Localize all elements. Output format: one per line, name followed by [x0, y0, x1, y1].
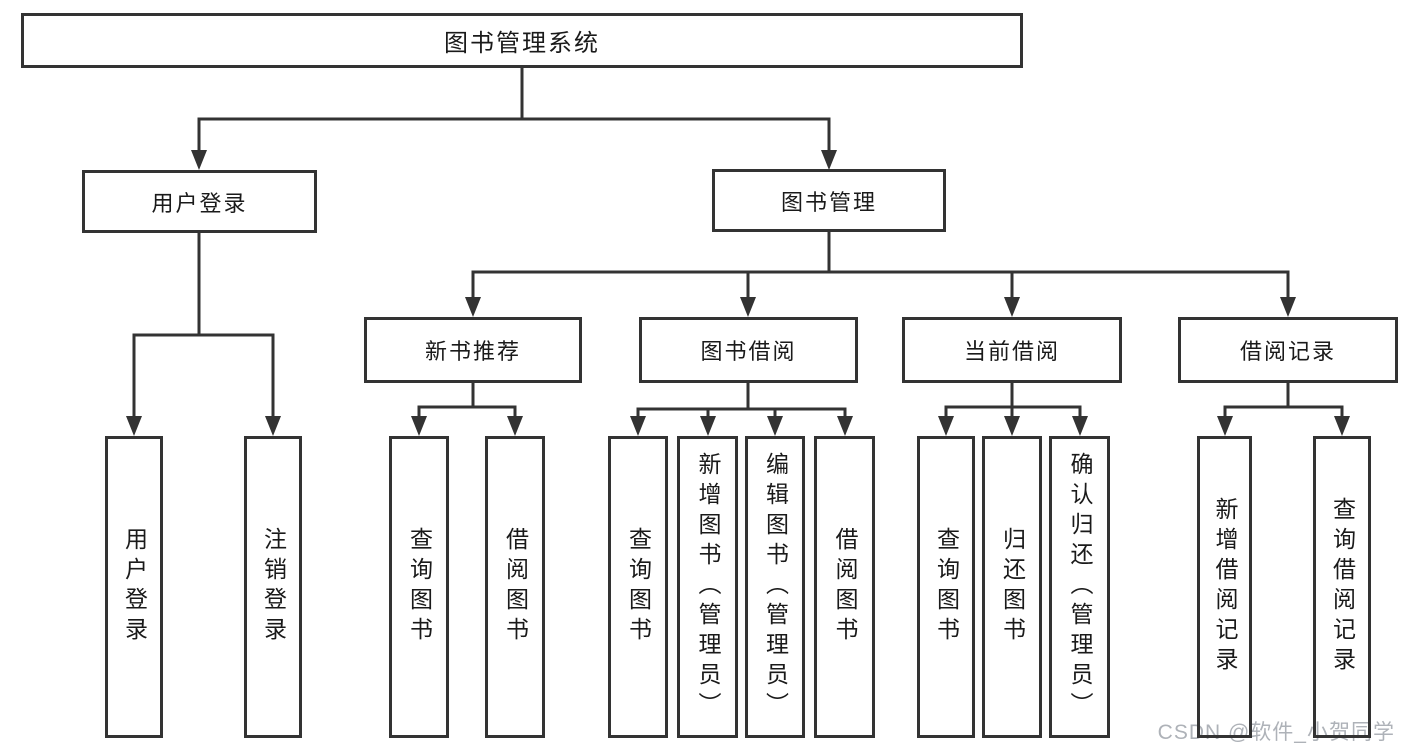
node-root-library-system: 图书管理系统	[21, 13, 1023, 68]
leaf-query-borrow-record: 查询借阅记录	[1313, 436, 1371, 738]
leaf-edit-book-admin: 编辑图书（管理员）	[745, 436, 805, 738]
node-current-borrow: 当前借阅	[902, 317, 1122, 383]
leaf-borrow-books: 借阅图书	[814, 436, 875, 738]
leaf-confirm-return-admin: 确认归还（管理员）	[1049, 436, 1110, 738]
node-borrow-records: 借阅记录	[1178, 317, 1398, 383]
leaf-add-book-admin: 新增图书（管理员）	[677, 436, 738, 738]
leaf-query-books-borrow: 查询图书	[608, 436, 668, 738]
leaf-query-books-current: 查询图书	[917, 436, 975, 738]
leaf-user-login: 用户登录	[105, 436, 163, 738]
leaf-borrow-books-recommend: 借阅图书	[485, 436, 545, 738]
watermark: CSDN @软件_小贺同学	[1157, 721, 1395, 744]
leaf-query-books-recommend: 查询图书	[389, 436, 449, 738]
leaf-add-borrow-record: 新增借阅记录	[1197, 436, 1252, 738]
node-book-borrow: 图书借阅	[639, 317, 858, 383]
leaf-logout: 注销登录	[244, 436, 302, 738]
node-new-book-recommend: 新书推荐	[364, 317, 582, 383]
leaf-return-book: 归还图书	[982, 436, 1042, 738]
node-book-management: 图书管理	[712, 169, 946, 232]
node-user-login: 用户登录	[82, 170, 317, 233]
arrowheads	[126, 150, 1350, 436]
